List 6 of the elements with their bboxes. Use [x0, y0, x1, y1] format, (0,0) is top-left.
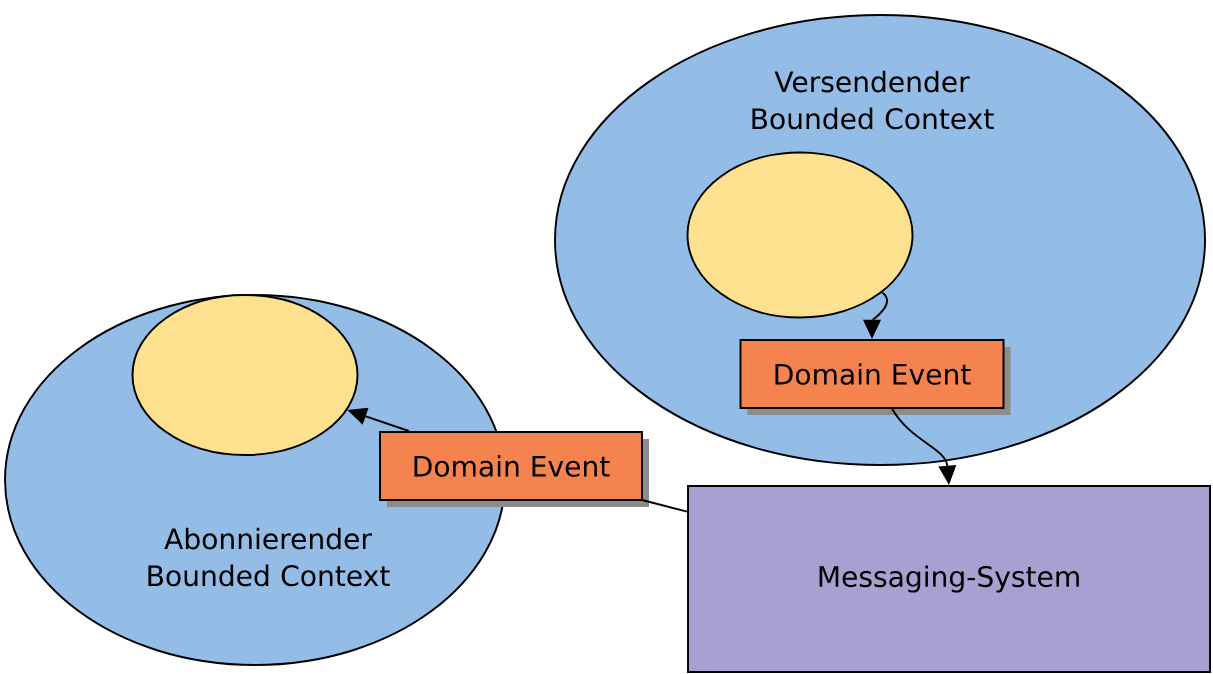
event-box: Domain Event: [739, 339, 1011, 415]
inner-ellipse: [131, 294, 359, 456]
inner-ellipse: [686, 151, 914, 319]
event-box: Domain Event: [379, 431, 649, 507]
connector-line: [642, 499, 688, 513]
system-box: Messaging-System: [687, 485, 1211, 673]
